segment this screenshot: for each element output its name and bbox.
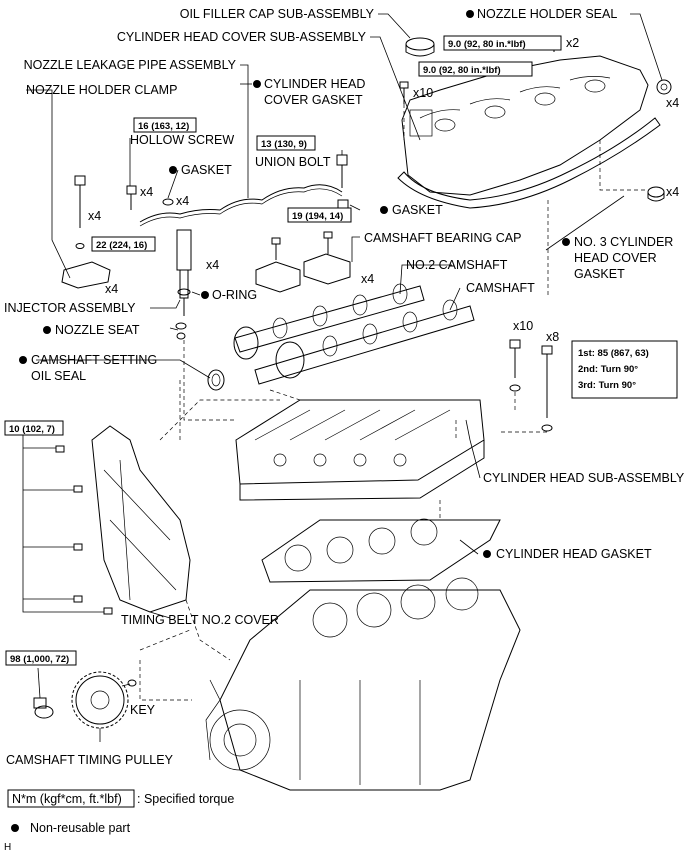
svg-text:98 (1,000, 72): 98 (1,000, 72) — [10, 654, 69, 665]
label-hollow-screw: HOLLOW SCREW — [130, 133, 234, 147]
label-o-ring: O-RING — [212, 288, 257, 302]
torque-box-clamp: 22 (224, 16) — [91, 236, 156, 252]
label-no3-gasket-2: HEAD COVER — [574, 251, 657, 265]
label-camshaft-bearing-cap: CAMSHAFT BEARING CAP — [364, 231, 521, 245]
qty-cover-bolt-small: x2 — [566, 36, 579, 50]
camshaft-oil-seal-part — [207, 369, 225, 391]
cylinder-head-part — [235, 399, 485, 501]
label-cylinder-head-cover-gasket-2: COVER GASKET — [264, 93, 363, 107]
label-key: KEY — [130, 703, 156, 717]
head-bolt-step-2: 2nd: Turn 90° — [578, 364, 638, 375]
non-reusable-markers — [19, 10, 570, 558]
label-gasket-1: GASKET — [181, 163, 232, 177]
label-camshaft: CAMSHAFT — [466, 281, 535, 295]
head-bolt-short — [509, 339, 521, 392]
qty-nozzle-holder-seal: x4 — [666, 96, 679, 110]
qty-bearing-cap: x4 — [361, 272, 374, 286]
hollow-screw-part — [126, 185, 137, 210]
qty-no3-gasket: x4 — [666, 185, 679, 199]
label-no3-gasket-1: NO. 3 CYLINDER — [574, 235, 673, 249]
qty-injector: x4 — [206, 258, 219, 272]
legend-torque-unit: N*m (kgf*cm, ft.*lbf) — [12, 792, 122, 806]
label-camshaft-timing-pulley: CAMSHAFT TIMING PULLEY — [6, 753, 174, 767]
union-bolt-part — [336, 154, 349, 209]
camshaft-timing-pulley-part — [33, 671, 137, 729]
torque-box-cover-small: 9.0 (92, 80 in.*lbf) — [443, 35, 562, 51]
svg-text:9.0 (92, 80 in.*lbf): 9.0 (92, 80 in.*lbf) — [448, 39, 526, 50]
torque-box-cover: 9.0 (92, 80 in.*lbf) — [418, 61, 533, 77]
svg-text:16 (163, 12): 16 (163, 12) — [138, 121, 189, 132]
torque-box-head-bolt-steps: 1st: 85 (867, 63) 2nd: Turn 90° 3rd: Tur… — [571, 340, 678, 399]
engine-block-part — [205, 577, 521, 791]
nozzle-holder-clamp-part — [61, 261, 111, 289]
svg-text:13 (130, 9): 13 (130, 9) — [261, 139, 307, 150]
label-cylinder-head-cover: CYLINDER HEAD COVER SUB-ASSEMBLY — [117, 30, 367, 44]
camshaft-bearing-cap-part — [255, 231, 351, 293]
label-cylinder-head-cover-gasket-1: CYLINDER HEAD — [264, 77, 365, 91]
torque-box-union-bolt: 13 (130, 9) — [256, 135, 316, 151]
legend-non-reusable-dot — [11, 824, 19, 832]
svg-text:10 (102, 7): 10 (102, 7) — [9, 424, 55, 435]
camshaft-part — [254, 299, 475, 385]
cylinder-head-gasket-part — [261, 518, 501, 583]
no2-camshaft-part — [233, 283, 425, 360]
nozzle-holder-seal-part — [656, 79, 672, 95]
head-bolt-step-3: 3rd: Turn 90° — [578, 380, 636, 391]
label-nozzle-leakage-pipe: NOZZLE LEAKAGE PIPE ASSEMBLY — [24, 58, 237, 72]
head-bolt-step-1: 1st: 85 (867, 63) — [578, 348, 649, 359]
assembly-dashed-lines — [139, 104, 648, 701]
no3-cylinder-head-cover-gasket-part — [647, 186, 665, 202]
qty-head-bolt-short: x10 — [513, 319, 533, 333]
label-no2-camshaft: NO.2 CAMSHAFT — [406, 258, 508, 272]
figure-code: H — [4, 842, 11, 853]
cover-bolt — [399, 81, 409, 104]
label-nozzle-holder-clamp: NOZZLE HOLDER CLAMP — [26, 83, 177, 97]
leader-lines — [22, 13, 663, 742]
label-camshaft-oil-seal-2: OIL SEAL — [31, 369, 86, 383]
label-timing-belt-cover: TIMING BELT NO.2 COVER — [121, 613, 279, 627]
clamp-bolt — [74, 175, 86, 249]
qty-head-bolt-long: x8 — [546, 330, 559, 344]
legend: N*m (kgf*cm, ft.*lbf) : Specified torque… — [4, 789, 234, 853]
label-nozzle-holder-seal: NOZZLE HOLDER SEAL — [477, 7, 617, 21]
label-camshaft-oil-seal-1: CAMSHAFT SETTING — [31, 353, 157, 367]
legend-non-reusable: Non-reusable part — [30, 821, 131, 835]
torque-box-pulley: 98 (1,000, 72) — [5, 650, 77, 666]
torque-box-bearing-cap: 19 (194, 14) — [287, 207, 352, 223]
cylinder-head-cover-gasket — [397, 117, 661, 209]
nozzle-leakage-pipe — [139, 184, 343, 223]
oil-filler-cap — [405, 37, 435, 57]
label-gasket-2: GASKET — [392, 203, 443, 217]
svg-text:9.0 (92, 80 in.*lbf): 9.0 (92, 80 in.*lbf) — [423, 65, 501, 76]
svg-text:22 (224, 16): 22 (224, 16) — [96, 240, 147, 251]
label-cylinder-head-gasket: CYLINDER HEAD GASKET — [496, 547, 652, 561]
torque-box-hollow-screw: 16 (163, 12) — [133, 117, 197, 133]
qty-gasket: x4 — [176, 194, 189, 208]
label-oil-filler-cap: OIL FILLER CAP SUB-ASSEMBLY — [180, 7, 375, 21]
legend-torque-desc: : Specified torque — [137, 792, 234, 806]
injector-part — [175, 229, 192, 340]
label-no3-gasket-3: GASKET — [574, 267, 625, 281]
qty-clamp: x4 — [105, 282, 118, 296]
cylinder-head-cover — [401, 55, 649, 196]
label-injector: INJECTOR ASSEMBLY — [4, 301, 136, 315]
qty-cover-bolt: x10 — [413, 86, 433, 100]
qty-hollow-screw: x4 — [140, 185, 153, 199]
label-union-bolt: UNION BOLT — [255, 155, 331, 169]
label-cylinder-head: CYLINDER HEAD SUB-ASSEMBLY — [483, 471, 685, 485]
torque-box-timing-cover: 10 (102, 7) — [4, 420, 64, 436]
gasket-part — [162, 198, 174, 206]
head-bolt-long — [541, 345, 553, 432]
svg-text:19 (194, 14): 19 (194, 14) — [292, 211, 343, 222]
timing-cover-bolts — [55, 445, 113, 615]
label-nozzle-seat: NOZZLE SEAT — [55, 323, 140, 337]
timing-belt-no2-cover-part — [91, 425, 191, 613]
qty-clamp-bolt: x4 — [88, 209, 101, 223]
